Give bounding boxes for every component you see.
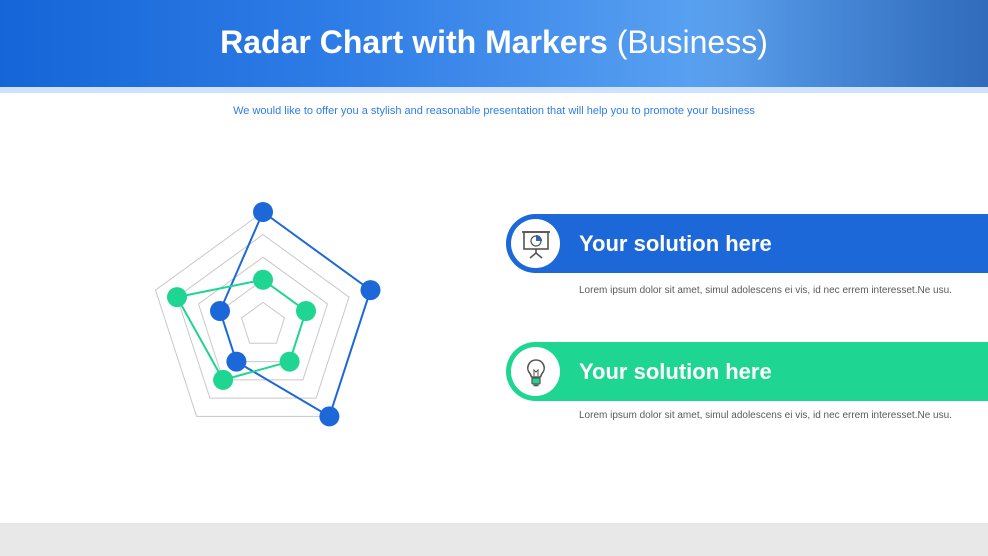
solution-icon-circle-1 xyxy=(511,219,560,268)
solution-banner-1: Your solution here xyxy=(506,214,988,273)
page-title-main: Radar Chart with Markers xyxy=(220,24,608,60)
radar-marker-1-2 xyxy=(360,280,381,301)
radar-marker-2-2 xyxy=(296,301,316,321)
page-title-suffix: (Business) xyxy=(616,24,768,60)
presentation-board-icon xyxy=(521,230,550,259)
radar-grid-ring xyxy=(176,233,350,399)
radar-marker-1-4 xyxy=(226,351,247,372)
header-strip xyxy=(0,87,988,93)
radar-chart xyxy=(154,202,381,427)
page-title: Radar Chart with Markers (Business) xyxy=(0,22,988,62)
header-banner: Radar Chart with Markers (Business) xyxy=(0,0,988,87)
solution-banner-2: Your solution here xyxy=(506,342,988,401)
radar-marker-2-1 xyxy=(253,269,273,290)
solution-text-1: Lorem ipsum dolor sit amet, simul adoles… xyxy=(579,285,952,296)
solution-icon-circle-2 xyxy=(511,347,560,396)
page-subtitle: We would like to offer you a stylish and… xyxy=(233,105,755,117)
radar-series-line-1 xyxy=(218,210,372,418)
radar-marker-2-5 xyxy=(167,287,187,308)
radar-grid-ring xyxy=(154,211,372,417)
radar-marker-1-5 xyxy=(210,301,230,321)
solution-title-1: Your solution here xyxy=(579,231,772,256)
footer-bar xyxy=(0,523,988,556)
radar-marker-2-3 xyxy=(279,351,300,372)
solution-text-2: Lorem ipsum dolor sit amet, simul adoles… xyxy=(579,410,952,421)
radar-marker-2-4 xyxy=(213,369,234,390)
radar-grid-ring xyxy=(197,256,329,381)
solution-title-2: Your solution here xyxy=(579,359,772,384)
lightbulb-icon xyxy=(526,358,545,386)
radar-marker-1-1 xyxy=(253,202,273,222)
radar-marker-1-3 xyxy=(319,406,340,427)
header-photo xyxy=(688,0,988,87)
radar-grid-ring xyxy=(240,301,286,344)
